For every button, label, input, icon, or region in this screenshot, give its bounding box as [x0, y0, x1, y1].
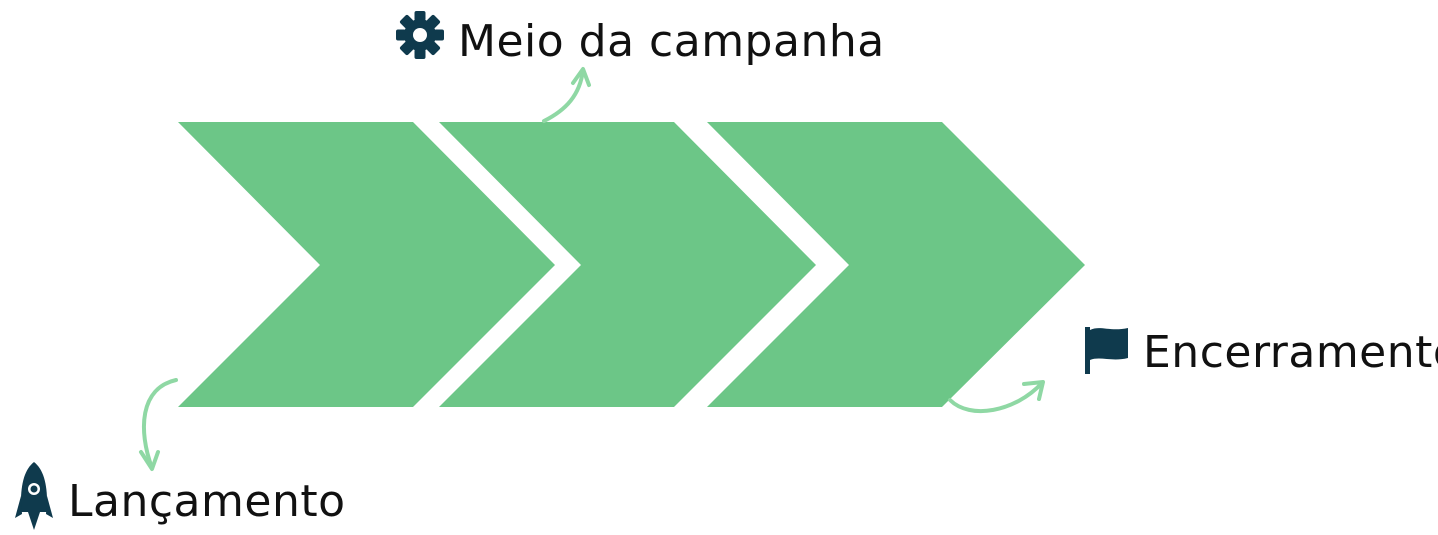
chevron-stage-3 [707, 122, 1085, 407]
stage-label-mid-campaign: Meio da campanha [458, 16, 885, 67]
chevron-stage-2 [439, 122, 816, 407]
gear-icon [396, 11, 444, 59]
stage-label-launch: Lançamento [68, 476, 346, 527]
arrow-to-launch [139, 378, 178, 471]
arrow-to-mid [542, 67, 591, 123]
chevron-stage-1 [178, 122, 555, 407]
rocket-icon [15, 462, 53, 530]
stage-label-closing: Encerramento [1143, 327, 1438, 378]
flag-icon [1085, 327, 1128, 374]
arrow-to-end [948, 380, 1045, 414]
